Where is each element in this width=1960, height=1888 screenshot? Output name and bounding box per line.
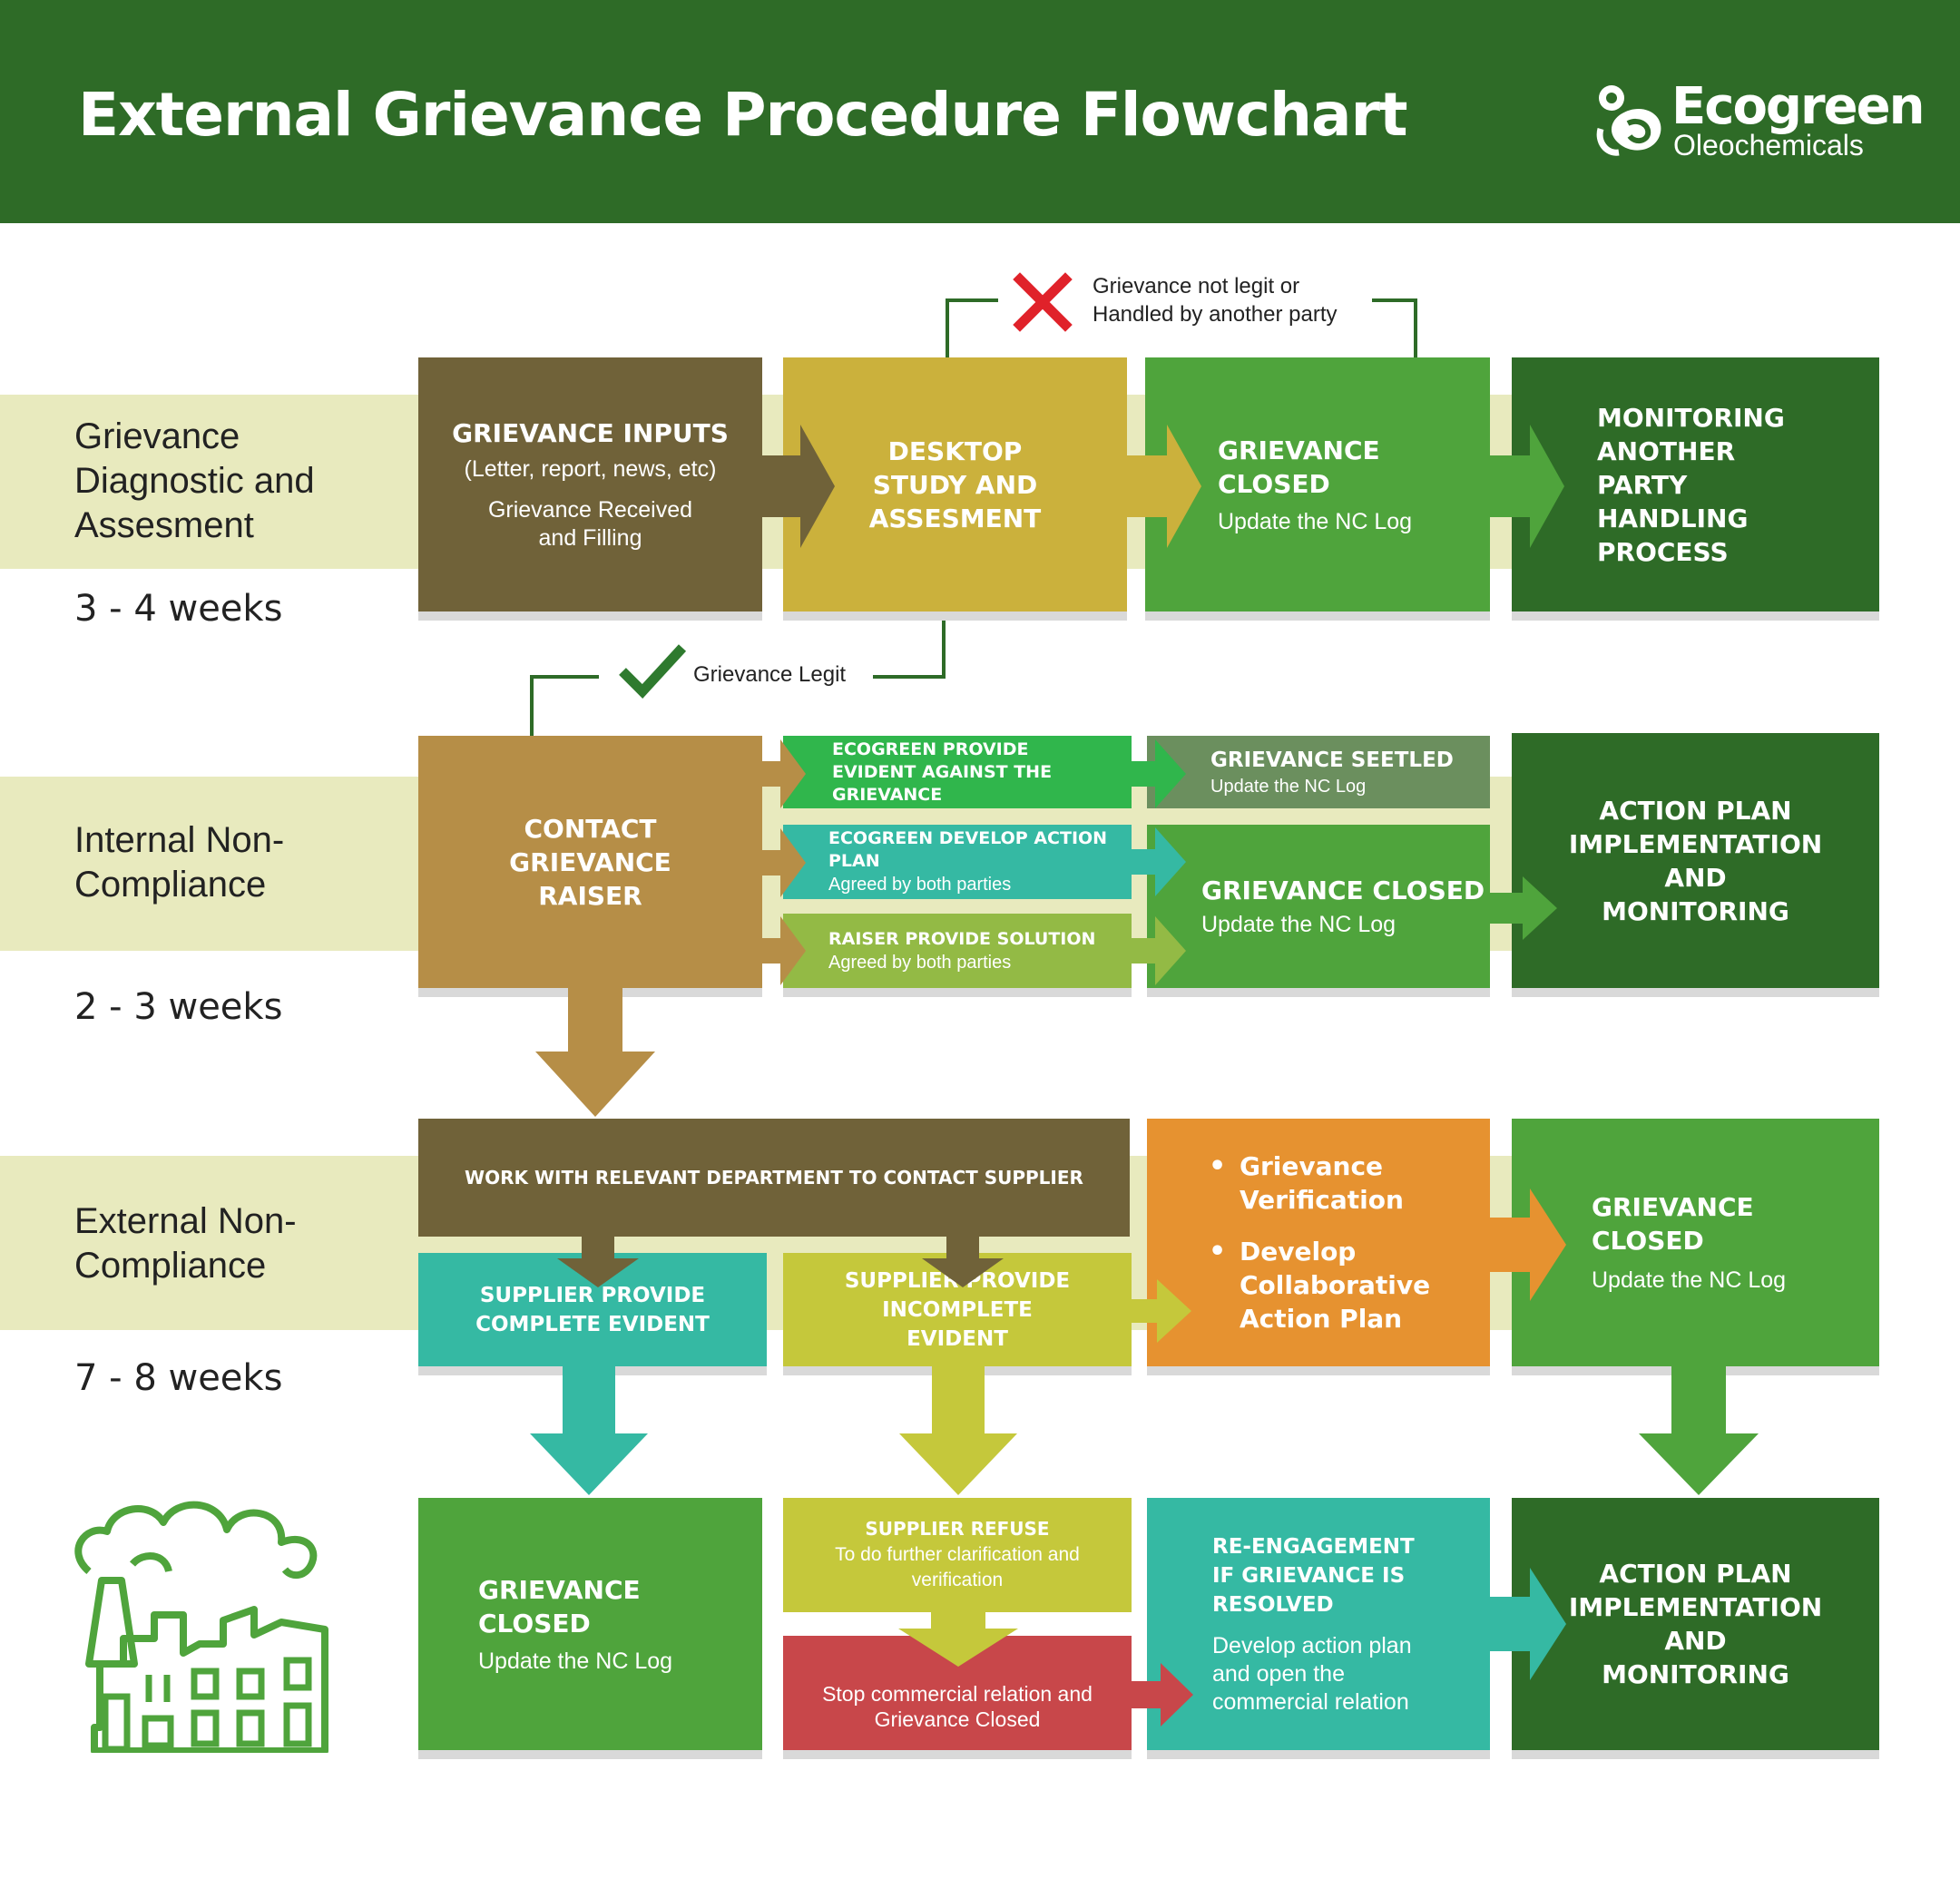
arrow-complete-down (530, 1365, 648, 1495)
box-raiser-solution-sub: Agreed by both parties (828, 952, 1012, 973)
box-monitoring-another-party: MONITORING ANOTHER PARTY HANDLING PROCES… (1512, 357, 1879, 611)
arrow-stop-to-reengage (1130, 1663, 1193, 1727)
box-grievance-inputs-sub2: Grievance Received and Filling (487, 497, 693, 551)
box-monitoring-title: MONITORING ANOTHER PARTY HANDLING PROCES… (1597, 402, 1785, 567)
arrow-contact-to-action (760, 828, 806, 897)
arrow-inputs-to-desktop (759, 425, 835, 548)
box-supplier-complete: SUPPLIER PROVIDE COMPLETE EVIDENT (418, 1253, 767, 1366)
ecogreen-logo-icon (1596, 85, 1661, 156)
box-verification: Grievance Verification Develop Collabora… (1147, 1119, 1490, 1366)
arrow-incomplete-down (899, 1365, 1017, 1495)
box-grievance-inputs-title: GRIEVANCE INPUTS (452, 418, 729, 448)
verification-item-2: Develop Collaborative Action Plan (1209, 1235, 1457, 1335)
arrow-refuse-to-stop (898, 1609, 1018, 1667)
box-grievance-inputs-sub1: (Letter, report, news, etc) (464, 456, 717, 482)
box-action-plan-r2: ACTION PLAN IMPLEMENTATION AND MONITORIN… (1512, 733, 1879, 988)
box-supplier-refuse: SUPPLIER REFUSE To do further clarificat… (783, 1498, 1132, 1612)
arrow-closed-to-action-r2 (1488, 876, 1557, 940)
stage-label-diagnostic: Grievance Diagnostic and Assesment (74, 416, 315, 545)
arrow-verification-to-closed (1488, 1189, 1566, 1301)
box-desktop-study-title: DESKTOP STUDY AND ASSESMENT (868, 435, 1042, 533)
note-not-legit: Grievance not legit or Handled by anothe… (1093, 274, 1338, 327)
box-desktop-study: DESKTOP STUDY AND ASSESMENT (783, 357, 1127, 611)
box-contact-raiser: CONTACT GRIEVANCE RAISER (418, 736, 762, 988)
note-legit: Grievance Legit (693, 662, 847, 687)
stage-label-external: External Non-Compliance (74, 1201, 297, 1286)
box-grievance-closed-r4-sub: Update the NC Log (478, 1648, 673, 1674)
company-logo: Ecogreen Oleochemicals (1593, 80, 1925, 161)
box-reengagement: RE-ENGAGEMENT IF GRIEVANCE IS RESOLVED D… (1147, 1498, 1490, 1750)
factory-icon (74, 1501, 328, 1753)
box-action-plan-r4-title: ACTION PLAN IMPLEMENTATION AND MONITORIN… (1568, 1559, 1823, 1689)
box-grievance-closed-r4: GRIEVANCE CLOSED Update the NC Log (418, 1498, 762, 1750)
box-supplier-refuse-sub: To do further clarification and verifica… (835, 1543, 1080, 1590)
stage-weeks-diagnostic: 3 - 4 weeks (74, 588, 283, 630)
box-ecogreen-action-plan-title: ECOGREEN DEVELOP ACTION PLAN (828, 828, 1108, 871)
arrow-work-to-incomplete (922, 1237, 1004, 1287)
page-title: External Grievance Procedure Flowchart (78, 80, 1408, 150)
arrow-contact-to-evident (760, 739, 806, 808)
arrow-incomplete-to-verification (1130, 1279, 1191, 1343)
box-grievance-closed-r1-title: GRIEVANCE CLOSED (1218, 435, 1380, 499)
box-grievance-closed-r2-sub: Update the NC Log (1201, 912, 1396, 937)
box-grievance-closed-r4-title: GRIEVANCE CLOSED (478, 1574, 641, 1639)
arrow-desktop-to-closed (1125, 425, 1201, 548)
arrow-action-to-closed (1130, 827, 1186, 896)
box-reengagement-title: RE-ENGAGEMENT IF GRIEVANCE IS RESOLVED (1212, 1534, 1415, 1617)
stage-weeks-external: 7 - 8 weeks (74, 1357, 283, 1399)
logo-subtitle: Oleochemicals (1673, 129, 1864, 161)
arrow-contact-to-raiser (760, 916, 806, 985)
box-grievance-closed-r2: GRIEVANCE CLOSED Update the NC Log (1147, 825, 1490, 988)
box-ecogreen-action-plan: ECOGREEN DEVELOP ACTION PLAN Agreed by b… (783, 825, 1132, 899)
box-grievance-closed-r3-title: GRIEVANCE CLOSED (1592, 1192, 1754, 1256)
arrow-evident-to-settled (1130, 739, 1186, 808)
box-grievance-closed-r3: GRIEVANCE CLOSED Update the NC Log (1512, 1119, 1879, 1366)
box-contact-raiser-title: CONTACT GRIEVANCE RAISER (509, 813, 671, 911)
logo-name: Ecogreen (1671, 77, 1925, 136)
box-action-plan-r4: ACTION PLAN IMPLEMENTATION AND MONITORIN… (1512, 1498, 1879, 1750)
box-grievance-closed-r1: GRIEVANCE CLOSED Update the NC Log (1145, 357, 1490, 611)
box-action-plan-r2-title: ACTION PLAN IMPLEMENTATION AND MONITORIN… (1568, 795, 1823, 926)
box-raiser-solution-title: RAISER PROVIDE SOLUTION (828, 928, 1096, 949)
box-grievance-closed-r2-title: GRIEVANCE CLOSED (1201, 876, 1485, 905)
arrow-closed-r3-down (1639, 1365, 1759, 1495)
approve-check-icon (619, 644, 687, 699)
box-grievance-settled-title: GRIEVANCE SEETLED (1210, 748, 1454, 772)
box-grievance-settled: GRIEVANCE SEETLED Update the NC Log (1147, 736, 1490, 808)
box-grievance-settled-sub: Update the NC Log (1210, 777, 1367, 797)
box-supplier-complete-title: SUPPLIER PROVIDE COMPLETE EVIDENT (475, 1283, 710, 1336)
box-reengagement-sub: Develop action plan and open the commerc… (1212, 1632, 1412, 1715)
reject-x-icon (1013, 272, 1073, 332)
arrow-reengage-to-action (1488, 1568, 1566, 1680)
box-ecogreen-evident-title: ECOGREEN PROVIDE EVIDENT AGAINST THE GRI… (832, 739, 1053, 805)
verification-item-1: Grievance Verification (1209, 1149, 1421, 1217)
verification-list: Grievance Verification Develop Collabora… (1209, 1149, 1490, 1335)
box-grievance-closed-r3-sub: Update the NC Log (1592, 1267, 1787, 1293)
arrow-closed-to-monitoring (1488, 425, 1564, 548)
arrow-raiser-to-closed (1130, 916, 1186, 985)
box-supplier-refuse-title: SUPPLIER REFUSE (865, 1517, 1050, 1540)
box-grievance-closed-r1-sub: Update the NC Log (1218, 508, 1413, 534)
arrow-contact-down (535, 986, 655, 1117)
box-ecogreen-action-plan-sub: Agreed by both parties (828, 875, 1012, 895)
arrow-work-to-complete (557, 1237, 639, 1287)
box-raiser-solution: RAISER PROVIDE SOLUTION Agreed by both p… (783, 914, 1132, 988)
box-grievance-inputs: GRIEVANCE INPUTS (Letter, report, news, … (418, 357, 762, 611)
box-work-with-department: WORK WITH RELEVANT DEPARTMENT TO CONTACT… (418, 1119, 1130, 1237)
box-stop-commercial-text: Stop commercial relation and Grievance C… (822, 1682, 1093, 1731)
box-ecogreen-evident: ECOGREEN PROVIDE EVIDENT AGAINST THE GRI… (783, 736, 1132, 808)
header-bar: External Grievance Procedure Flowchart E… (0, 0, 1960, 223)
stage-label-internal: Internal Non-Compliance (74, 820, 285, 905)
stage-weeks-internal: 2 - 3 weeks (74, 986, 283, 1028)
box-work-title: WORK WITH RELEVANT DEPARTMENT TO CONTACT… (465, 1166, 1083, 1189)
